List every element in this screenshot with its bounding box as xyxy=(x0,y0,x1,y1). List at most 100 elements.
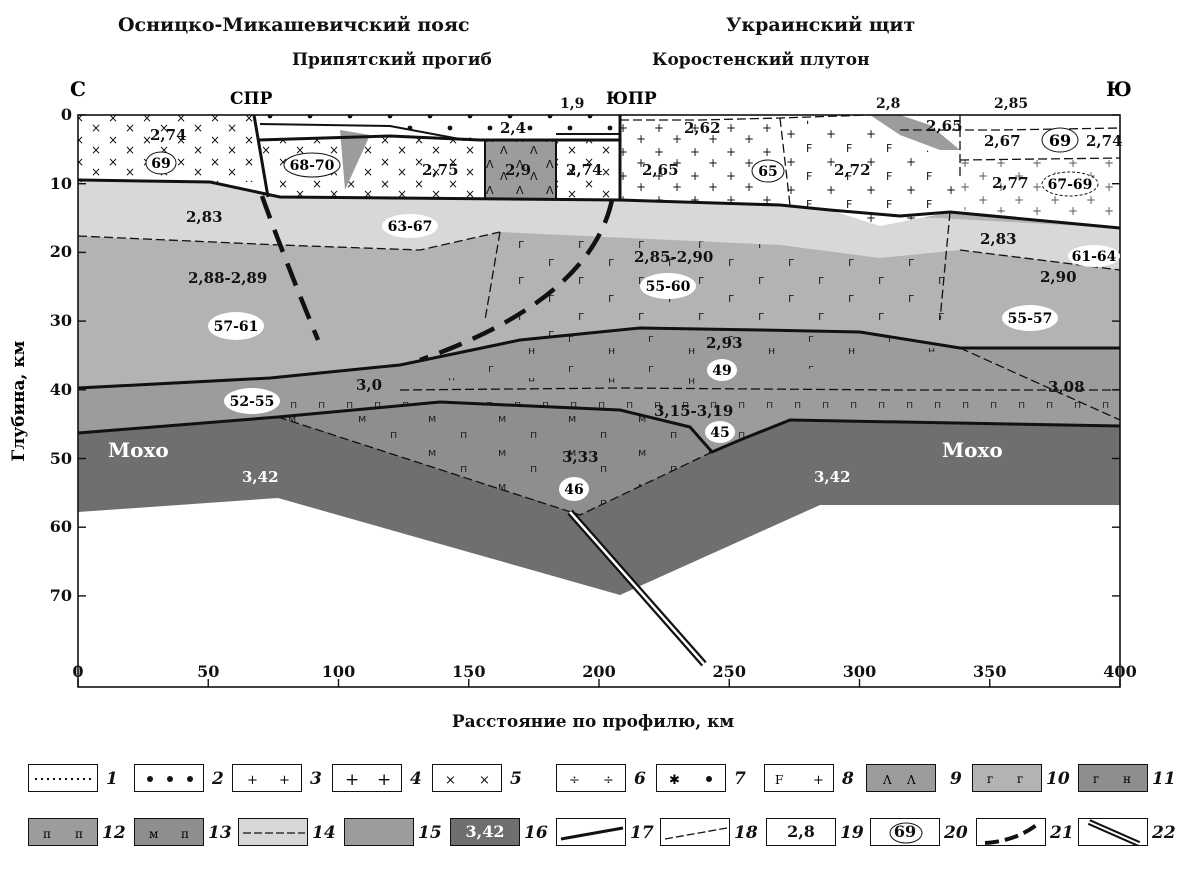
fault-spr xyxy=(259,195,321,341)
svg-text:+: + xyxy=(813,773,824,788)
svg-text:÷: ÷ xyxy=(603,773,614,788)
svg-text:м: м xyxy=(149,827,158,841)
density-label: 2,74 xyxy=(566,161,603,179)
density-label: 2,90 xyxy=(1040,268,1077,286)
density-label: 2,85 xyxy=(994,96,1028,112)
svg-text:г: г xyxy=(987,772,993,786)
velocity-label: 57-61 xyxy=(214,319,259,335)
y-tick-label: 0 xyxy=(60,105,72,124)
north-end-label: С xyxy=(70,77,86,101)
density-label: 2,83 xyxy=(980,230,1017,248)
legend-swatch-dots xyxy=(134,764,204,792)
moho-label-left: Мохо xyxy=(108,438,169,462)
legend-number: 10 xyxy=(1046,769,1070,789)
x-axis-ticks xyxy=(77,679,1121,687)
legend-number: 13 xyxy=(208,823,232,843)
legend-number: 15 xyxy=(418,823,442,843)
legend-number: 18 xyxy=(734,823,758,843)
velocity-label: 68-70 xyxy=(290,158,335,174)
density-label: 2,83 xyxy=(186,208,223,226)
svg-text:п: п xyxy=(75,827,83,841)
velocity-label: 52-55 xyxy=(230,394,275,410)
legend-sample-density-2: 2,8 xyxy=(787,822,815,841)
legend-number: 16 xyxy=(524,823,548,843)
legend-number: 22 xyxy=(1152,823,1176,843)
svg-text:÷: ÷ xyxy=(569,773,580,788)
y-tick-label: 10 xyxy=(49,173,72,193)
legend-number: 11 xyxy=(1152,769,1176,789)
geologic-cross-section: × × + + F + Λ Λ г г г н п п xyxy=(9,77,1132,688)
x-tick-label: 250 xyxy=(712,662,746,681)
legend-number: 6 xyxy=(634,769,646,789)
svg-text:×: × xyxy=(479,773,490,788)
legend-number: 9 xyxy=(950,769,962,789)
velocity-label: 69 xyxy=(151,156,170,172)
legend-number: 7 xyxy=(734,769,746,789)
svg-text:Λ: Λ xyxy=(882,773,892,787)
svg-text:г: г xyxy=(1017,772,1023,786)
legend-swatch-mantle-fault xyxy=(1078,818,1148,846)
upper-light-layer xyxy=(78,180,1120,270)
shallow-dark-block xyxy=(870,115,960,150)
legend-swatch-granite-small: ++ xyxy=(232,764,302,792)
density-label: 2,65 xyxy=(926,117,963,135)
legend-swatch-sediments-dotted xyxy=(28,764,98,792)
legend-swatch-thin-boundary xyxy=(660,818,730,846)
x-tick-label: 200 xyxy=(582,662,616,681)
legend-number: 17 xyxy=(630,823,654,843)
velocity-label: 67-69 xyxy=(1048,177,1093,193)
legend-swatch-deep-fault xyxy=(976,818,1046,846)
legend-sample-density: 3,42 xyxy=(465,822,505,841)
x-tick-label: 150 xyxy=(452,662,486,681)
legend-swatch-density-value: 2,8 xyxy=(766,818,836,846)
x-tick-label: 0 xyxy=(72,662,84,681)
velocity-label: 65 xyxy=(758,164,777,180)
legend-swatch-star-dot: ✱ xyxy=(656,764,726,792)
density-label: 2,62 xyxy=(684,119,721,137)
legend-swatch-light-gray xyxy=(238,818,308,846)
moho-label-right: Мохо xyxy=(942,438,1003,462)
x-tick-label: 100 xyxy=(321,662,356,681)
svg-text:н: н xyxy=(1123,772,1131,786)
legend-number: 5 xyxy=(510,769,522,789)
velocity-label: 45 xyxy=(710,425,729,441)
svg-text:+: + xyxy=(247,773,258,788)
x-axis-label: Расстояние по профилю, км xyxy=(451,712,735,732)
x-tick-label: 300 xyxy=(842,662,877,681)
svg-text:п: п xyxy=(181,827,189,841)
legend-number: 12 xyxy=(102,823,126,843)
legend-swatch-cross: ×× xyxy=(432,764,502,792)
y-tick-label: 50 xyxy=(49,448,72,468)
legend-swatch-rapakivi: F+ xyxy=(764,764,834,792)
y-tick-label: 60 xyxy=(49,517,72,537)
legend-number: 1 xyxy=(106,769,118,789)
density-label: 3,0 xyxy=(356,376,382,394)
y-axis-label: Глубина, км xyxy=(9,340,29,461)
subregion-title-right: Коростенский плутон xyxy=(652,50,870,70)
region-title-left: Осницко-Микашевичский пояс xyxy=(118,14,470,36)
svg-text:г: г xyxy=(1093,772,1099,786)
density-label: 2,74 xyxy=(1086,132,1123,150)
legend-number: 20 xyxy=(944,823,968,843)
svg-text:Λ: Λ xyxy=(906,773,916,787)
legend-number: 14 xyxy=(312,823,336,843)
anorthosite-wedge xyxy=(340,130,370,190)
legend-swatch-thick-boundary xyxy=(556,818,626,846)
legend-number: 4 xyxy=(410,769,422,789)
subregion-title-left: Припятский прогиб xyxy=(292,50,492,70)
density-label: 2,9 xyxy=(505,161,531,179)
velocity-label: 61-64 xyxy=(1072,249,1117,265)
fault-label-spr: СПР xyxy=(230,89,273,109)
y-tick-label: 20 xyxy=(49,242,72,262)
region-title-right: Украинский щит xyxy=(726,14,916,36)
legend-sample-velocity: 69 xyxy=(893,822,917,841)
density-label: 2,65 xyxy=(642,161,679,179)
fault-label-yupr: ЮПР xyxy=(606,89,657,109)
density-label: 3,08 xyxy=(1048,378,1085,396)
legend-number: 8 xyxy=(842,769,854,789)
